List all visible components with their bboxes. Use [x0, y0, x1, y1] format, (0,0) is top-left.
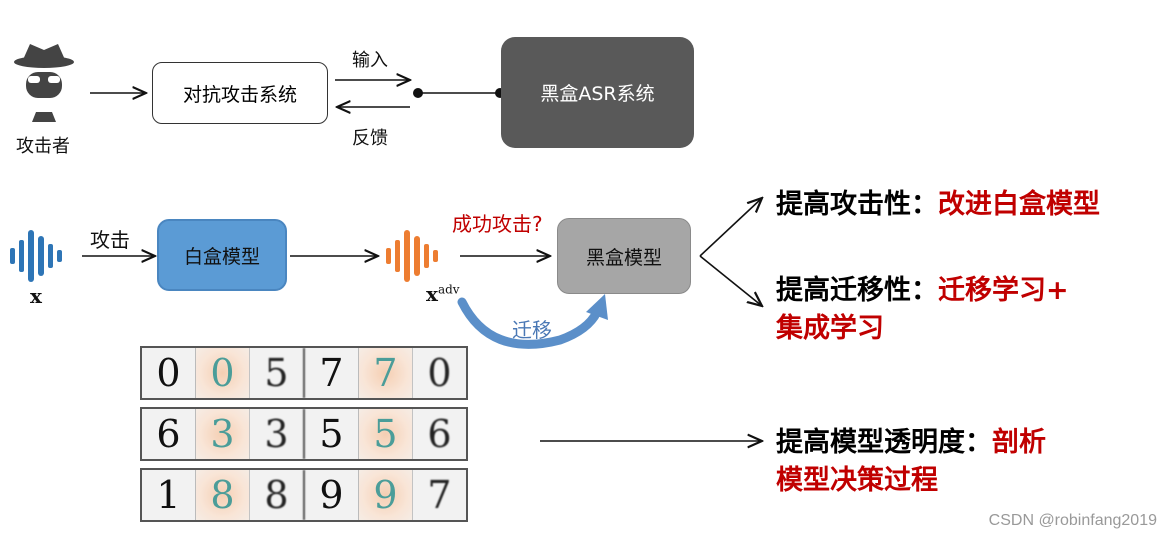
whitebox-model-label: 白盒模型 [183, 245, 260, 268]
improve-aggressiveness: 提高攻击性：改进白盒模型 [776, 186, 1100, 224]
improve-transferability-prefix: 提高迁移性： [776, 275, 938, 306]
digit-cell: 0 [142, 348, 196, 398]
digit-cell: 6 [142, 409, 196, 459]
waveform-xadv-icon [386, 230, 438, 282]
saliency-cell: 8 [196, 470, 250, 520]
xadv-label: xadv [426, 282, 460, 306]
blackbox-asr-label: 黑盒ASR系统 [540, 83, 655, 105]
saliency-cell: 7 [359, 348, 413, 398]
improve-transferability-line2: 集成学习 [776, 313, 884, 344]
improve-aggressiveness-prefix: 提高攻击性： [776, 189, 938, 220]
attacker-label: 攻击者 [16, 136, 70, 157]
digit-cell: 7 [305, 348, 359, 398]
success-attack-label: 成功攻击? [452, 212, 543, 236]
improve-transferability: 提高迁移性：迁移学习+ 集成学习 [776, 272, 1069, 348]
adversarial-attack-system-box: 对抗攻击系统 [152, 62, 328, 124]
arrow-to-transferability [699, 255, 762, 306]
whitebox-model-box: 白盒模型 [157, 219, 287, 291]
digit-grid-row-1: 0 0 5 7 7 0 [140, 346, 468, 400]
digit-cell: 3 [250, 409, 305, 459]
digit-cell: 8 [250, 470, 305, 520]
improve-transparency-prefix: 提高模型透明度： [776, 427, 992, 458]
digit-cell: 6 [427, 412, 452, 456]
attack-label: 攻击 [90, 228, 130, 252]
adversarial-attack-system-label: 对抗攻击系统 [182, 83, 297, 106]
improve-transparency: 提高模型透明度：剖析 模型决策过程 [776, 424, 1046, 500]
arrow-to-aggressiveness [699, 198, 762, 257]
improve-transparency-line2: 模型决策过程 [776, 465, 938, 496]
digit-cell: 7 [427, 473, 452, 517]
saliency-cell: 5 [359, 409, 413, 459]
digit-cell: 1 [142, 470, 196, 520]
junction-dot-left [413, 88, 423, 98]
improve-aggressiveness-highlight: 改进白盒模型 [938, 189, 1100, 220]
digit-grid-row-3: 1 8 8 9 9 7 [140, 468, 468, 522]
improve-transparency-highlight: 剖析 [992, 427, 1046, 458]
digit-cell: 5 [305, 409, 359, 459]
input-label: 输入 [352, 50, 388, 71]
improve-transferability-highlight: 迁移学习+ [938, 275, 1069, 306]
saliency-cell: 0 [196, 348, 250, 398]
xadv-base: x [426, 282, 438, 306]
digit-cell: 0 [427, 351, 452, 395]
digit-cell: 5 [250, 348, 305, 398]
waveform-x-icon [10, 230, 62, 282]
transfer-arrow [457, 297, 602, 349]
xadv-superscript: adv [437, 282, 460, 297]
saliency-cell: 9 [359, 470, 413, 520]
transfer-label: 迁移 [512, 318, 552, 342]
blackbox-asr-box: 黑盒ASR系统 [501, 37, 694, 148]
digit-cell: 9 [305, 470, 359, 520]
spy-icon [14, 44, 74, 122]
x-label: x [30, 284, 42, 308]
watermark: CSDN @robinfang2019 [988, 512, 1157, 529]
feedback-label: 反馈 [352, 128, 388, 149]
saliency-cell: 3 [196, 409, 250, 459]
digit-grid-row-2: 6 3 3 5 5 6 [140, 407, 468, 461]
blackbox-model-box: 黑盒模型 [557, 218, 691, 294]
blackbox-model-label: 黑盒模型 [585, 246, 662, 269]
